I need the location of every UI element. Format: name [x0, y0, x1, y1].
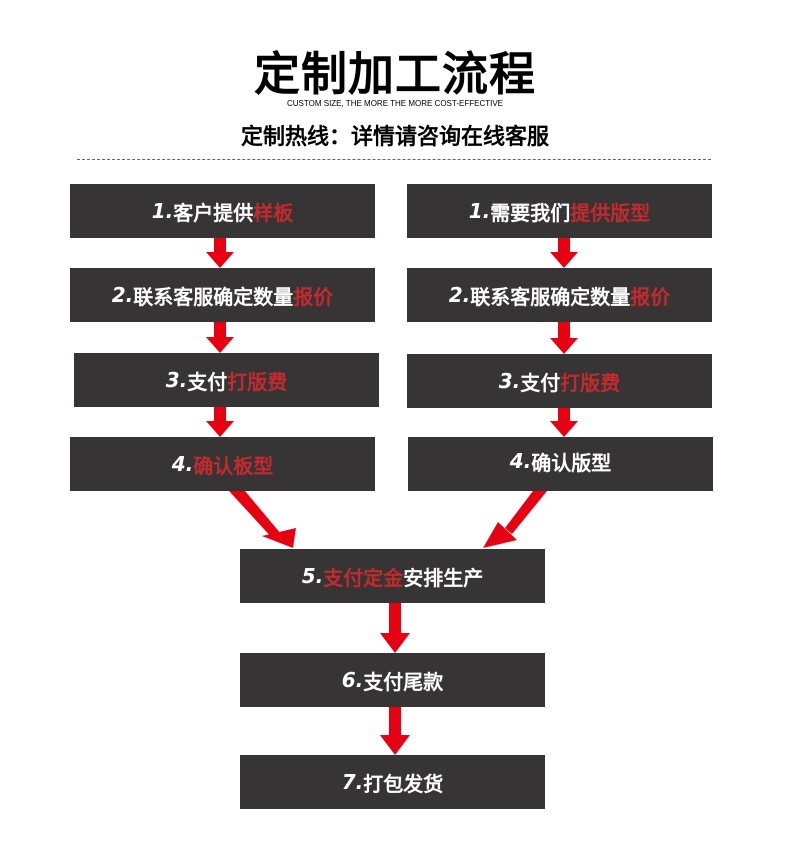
left-step-1: 1.客户提供样板: [70, 184, 375, 238]
left-step-4: 4.确认板型: [70, 437, 375, 491]
step-text: 支付: [520, 370, 561, 395]
divider: [77, 159, 711, 160]
step-highlight: 报价: [630, 284, 671, 309]
right-step-1: 1.需要我们提供版型: [407, 184, 712, 238]
step-highlight: 支付定金: [323, 565, 404, 590]
arrow-down-icon: [550, 322, 578, 354]
step-text: 支付尾款: [363, 669, 444, 694]
step-number: 6.: [341, 668, 364, 692]
subtitle: CUSTOM SIZE, THE MORE THE MORE COST-EFFE…: [286, 99, 504, 108]
step-text: 确认版型: [531, 450, 612, 475]
arrow-diagonal-icon: [483, 491, 547, 548]
step-number: 3.: [165, 368, 188, 392]
step-number: 3.: [498, 369, 521, 393]
left-step-3: 3.支付打版费: [74, 353, 379, 407]
center-step-7: 7.打包发货: [240, 755, 545, 809]
step-number: 2.: [448, 283, 471, 307]
step-number: 4.: [509, 449, 532, 473]
step-highlight: 打版费: [560, 370, 621, 395]
step-highlight: 报价: [293, 284, 334, 309]
step-highlight: 提供版型: [570, 200, 651, 225]
arrow-down-icon: [206, 407, 234, 437]
arrow-down-icon: [206, 322, 234, 353]
step-highlight: 打版费: [227, 369, 288, 394]
step-highlight: 确认板型: [193, 453, 274, 478]
step-number: 7.: [341, 770, 364, 794]
arrow-down-icon: [206, 238, 234, 268]
step-text: 联系客服确定数量: [470, 284, 631, 309]
step-text-suffix: 安排生产: [403, 565, 484, 590]
step-text: 需要我们: [490, 200, 571, 225]
step-number: 4.: [171, 452, 194, 476]
step-number: 2.: [111, 283, 134, 307]
arrow-down-icon: [380, 603, 410, 653]
center-step-5: 5.支付定金安排生产: [240, 549, 545, 603]
step-text: 联系客服确定数量: [133, 284, 294, 309]
center-step-6: 6.支付尾款: [240, 653, 545, 707]
arrow-down-icon: [380, 707, 410, 755]
step-number: 1.: [468, 199, 491, 223]
right-step-3: 3.支付打版费: [407, 354, 712, 408]
hotline-text: 定制热线：详情请咨询在线客服: [240, 125, 549, 150]
step-text: 支付: [187, 369, 228, 394]
left-step-2: 2.联系客服确定数量报价: [70, 268, 375, 322]
arrow-down-icon: [550, 238, 578, 268]
right-step-2: 2.联系客服确定数量报价: [407, 268, 712, 322]
step-text: 打包发货: [363, 771, 444, 796]
arrow-down-icon: [550, 408, 578, 437]
step-number: 5.: [301, 564, 324, 588]
arrow-diagonal-icon: [229, 491, 296, 548]
step-highlight: 样板: [253, 200, 294, 225]
right-step-4: 4.确认版型: [408, 437, 713, 491]
step-number: 1.: [151, 199, 174, 223]
page-title: 定制加工流程: [254, 47, 536, 101]
step-text: 客户提供: [173, 200, 254, 225]
